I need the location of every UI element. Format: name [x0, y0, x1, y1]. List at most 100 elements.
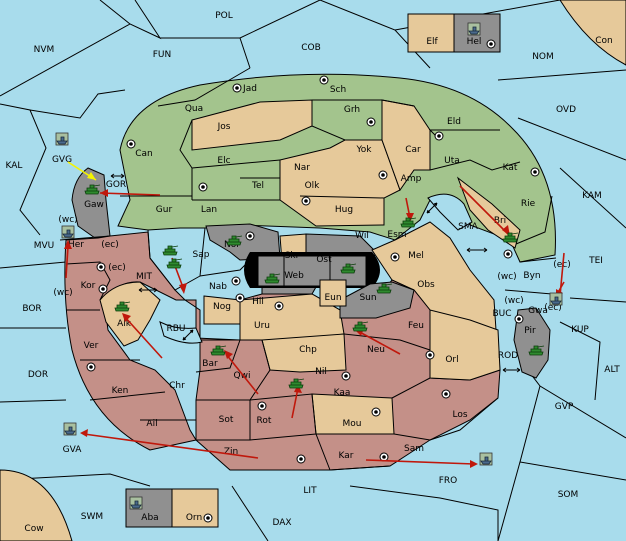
province-eun[interactable]	[319, 279, 347, 307]
sea-label: NOM	[532, 52, 554, 62]
province-pir[interactable]	[513, 307, 551, 379]
fleet-unit-icon[interactable]	[63, 422, 77, 436]
sea-label: Con	[595, 36, 613, 46]
supply-center-dot	[341, 371, 351, 381]
sea-label: RBU	[166, 324, 185, 334]
supply-center-dot	[378, 170, 388, 180]
sea-label: ALT	[604, 365, 620, 375]
fleet-unit-icon[interactable]	[549, 292, 563, 306]
sea-label: BOR	[22, 304, 41, 314]
sea-label: SOM	[558, 490, 579, 500]
army-unit-icon[interactable]	[400, 217, 417, 228]
supply-center-dot	[390, 252, 400, 262]
supply-center-dot	[232, 83, 242, 93]
sea-label: SWM	[81, 512, 103, 522]
sea-passage-markers	[110, 173, 521, 373]
sea-label: GOR	[106, 180, 126, 190]
sma-inlet	[427, 193, 473, 231]
supply-center-dot	[486, 39, 496, 49]
supply-center-dot	[441, 389, 451, 399]
army-unit-icon[interactable]	[340, 263, 357, 274]
order-arrows	[64, 161, 565, 468]
supply-center-dot	[425, 350, 435, 360]
supply-center-dot	[274, 301, 284, 311]
sea-label: KAM	[582, 191, 602, 201]
province-mou[interactable]	[311, 393, 395, 435]
supply-center-dot	[257, 401, 267, 411]
sea-label: ROD	[498, 351, 518, 361]
sea-label: KAL	[6, 161, 23, 171]
sea-label: NVM	[34, 45, 55, 55]
units-layer	[55, 22, 563, 510]
supply-center-dot	[126, 139, 136, 149]
supply-center-dot	[245, 231, 255, 241]
province-chp[interactable]	[261, 333, 347, 373]
supply-center-dot	[319, 75, 329, 85]
province-nog[interactable]	[203, 295, 241, 325]
sea-label: GVP	[555, 402, 574, 412]
sea-label: DAX	[272, 518, 291, 528]
province-orl[interactable]	[429, 309, 501, 381]
supply-center-dot	[366, 117, 376, 127]
supply-center-dot	[235, 293, 245, 303]
sea-label: MVU	[34, 241, 55, 251]
supply-center-dot	[434, 131, 444, 141]
sea-label: SMA	[458, 222, 478, 232]
sea-label: POL	[215, 11, 233, 21]
army-unit-icon[interactable]	[502, 232, 519, 243]
army-unit-icon[interactable]	[264, 273, 281, 284]
army-unit-icon[interactable]	[166, 258, 183, 269]
province-car[interactable]	[381, 99, 431, 192]
sea-label: MIT	[136, 272, 152, 282]
sea-label: GVG	[52, 155, 72, 165]
rbu-inlet	[159, 321, 203, 344]
supply-center-dot	[503, 249, 513, 259]
supply-center-dot	[530, 167, 540, 177]
fleet-unit-icon[interactable]	[61, 225, 75, 239]
sea-label: DOR	[28, 370, 48, 380]
sea-label: Cow	[24, 524, 43, 534]
army-unit-icon[interactable]	[352, 321, 369, 332]
army-unit-icon[interactable]	[210, 345, 227, 356]
sea-label: FRO	[439, 476, 458, 486]
province-borders	[59, 67, 557, 471]
supply-center-dot	[98, 284, 108, 294]
province-gaw[interactable]	[71, 167, 111, 239]
army-unit-icon[interactable]	[114, 301, 131, 312]
supply-centers	[86, 39, 540, 523]
army-unit-icon[interactable]	[528, 345, 545, 356]
supply-center-dot	[301, 196, 311, 206]
fleet-unit-icon[interactable]	[467, 22, 481, 36]
sea-label: OVD	[556, 105, 576, 115]
army-unit-icon[interactable]	[84, 184, 101, 195]
army-unit-icon[interactable]	[288, 378, 305, 389]
supply-center-dot	[198, 182, 208, 192]
region-tan-center	[279, 139, 401, 227]
province-elf[interactable]	[407, 13, 455, 53]
supply-center-dot	[86, 362, 96, 372]
fleet-unit-icon[interactable]	[479, 452, 493, 466]
fleet-unit-icon[interactable]	[129, 496, 143, 510]
supply-center-dot	[231, 276, 241, 286]
sea-label: GVA	[63, 445, 83, 455]
supply-center-dot	[371, 407, 381, 417]
army-unit-icon[interactable]	[376, 283, 393, 294]
sea-label: KUP	[571, 325, 589, 335]
supply-center-dot	[96, 262, 106, 272]
fleet-unit-icon[interactable]	[55, 132, 69, 146]
army-unit-icon[interactable]	[162, 245, 179, 256]
province-sun[interactable]	[339, 281, 415, 319]
province-orn[interactable]	[171, 488, 219, 528]
sea-label: TEI	[588, 256, 603, 266]
province-alk[interactable]	[99, 281, 161, 347]
sea-label: LIT	[303, 486, 317, 496]
supply-center-dot	[296, 454, 306, 464]
sea-label: COB	[301, 43, 321, 53]
army-unit-icon[interactable]	[226, 235, 243, 246]
sea-label: FUN	[153, 50, 172, 60]
sea-label: BUC	[492, 309, 511, 319]
supply-center-dot	[514, 314, 524, 324]
